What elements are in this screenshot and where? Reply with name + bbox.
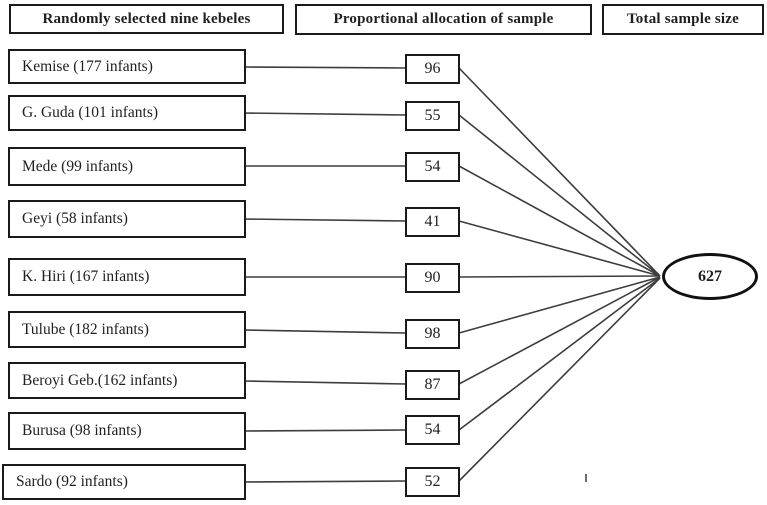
sample-value: 54 xyxy=(424,158,441,175)
sample-value: 87 xyxy=(424,376,441,393)
sample-box-beroyi-geb: 87 xyxy=(405,370,460,400)
kebele-box-mede: Mede (99 infants) xyxy=(8,147,246,186)
sample-value: 41 xyxy=(424,213,441,230)
kebele-box-k-hiri: K. Hiri (167 infants) xyxy=(8,258,246,296)
sample-box-k-hiri: 90 xyxy=(405,263,460,293)
header-allocation-label: Proportional allocation of sample xyxy=(333,11,554,27)
kebele-to-sample-line xyxy=(242,429,407,432)
sample-to-total-line xyxy=(458,275,661,278)
total-sample-ellipse: 627 xyxy=(662,253,758,300)
kebele-box-tulube: Tulube (182 infants) xyxy=(8,311,246,348)
sample-to-total-line xyxy=(458,277,661,431)
sample-box-kemise: 96 xyxy=(405,54,460,84)
sample-box-burusa: 54 xyxy=(405,415,460,445)
kebele-box-beroyi-geb: Beroyi Geb.(162 infants) xyxy=(8,362,246,399)
sample-value: 96 xyxy=(424,60,441,77)
kebele-label: Geyi (58 infants) xyxy=(22,210,128,227)
kebele-to-sample-line xyxy=(242,66,407,69)
sample-value: 52 xyxy=(424,473,441,490)
sample-box-sardo: 52 xyxy=(405,467,460,497)
kebele-to-sample-line xyxy=(242,480,407,483)
stray-mark xyxy=(585,474,587,482)
header-total: Total sample size xyxy=(602,4,764,35)
kebele-to-sample-line xyxy=(242,329,407,334)
kebele-box-burusa: Burusa (98 infants) xyxy=(8,412,246,450)
kebele-to-sample-line xyxy=(242,218,407,222)
kebele-to-sample-line xyxy=(242,380,407,385)
kebele-box-geyi: Geyi (58 infants) xyxy=(8,200,246,238)
sample-box-tulube: 98 xyxy=(405,319,460,349)
sample-to-total-line xyxy=(458,276,661,334)
header-kebeles: Randomly selected nine kebeles xyxy=(9,4,284,34)
kebele-to-sample-line xyxy=(242,112,407,116)
kebele-label: Kemise (177 infants) xyxy=(22,57,153,75)
sample-to-total-line xyxy=(458,277,661,482)
total-sample-value: 627 xyxy=(698,267,722,285)
sample-value: 98 xyxy=(424,325,441,342)
sample-to-total-line xyxy=(458,165,661,277)
kebele-label: Burusa (98 infants) xyxy=(22,422,142,439)
kebele-label: Mede (99 infants) xyxy=(22,157,134,175)
sample-to-total-line xyxy=(458,276,661,385)
kebele-label: Tulube (182 infants) xyxy=(22,320,149,338)
sample-box-geyi: 41 xyxy=(405,207,460,237)
kebele-label: Beroyi Geb.(162 infants) xyxy=(22,371,178,389)
sample-to-total-line xyxy=(458,220,661,277)
kebele-box-kemise: Kemise (177 infants) xyxy=(8,49,246,84)
kebele-box-sardo: Sardo (92 infants) xyxy=(2,464,246,500)
sample-value: 55 xyxy=(424,107,441,124)
sample-to-total-line xyxy=(458,114,661,277)
sample-value: 90 xyxy=(424,269,441,286)
header-allocation: Proportional allocation of sample xyxy=(295,4,592,35)
header-total-label: Total sample size xyxy=(626,11,739,27)
kebele-label: Sardo (92 infants) xyxy=(16,473,128,490)
sample-to-total-line xyxy=(458,67,661,277)
kebele-label: K. Hiri (167 infants) xyxy=(22,268,150,285)
header-kebeles-label: Randomly selected nine kebeles xyxy=(42,10,251,27)
sample-value: 54 xyxy=(424,421,441,438)
kebele-label: G. Guda (101 infants) xyxy=(22,104,159,121)
sample-box-mede: 54 xyxy=(405,152,460,182)
kebele-box-g-guda: G. Guda (101 infants) xyxy=(8,95,246,131)
sample-box-g-guda: 55 xyxy=(405,101,460,131)
